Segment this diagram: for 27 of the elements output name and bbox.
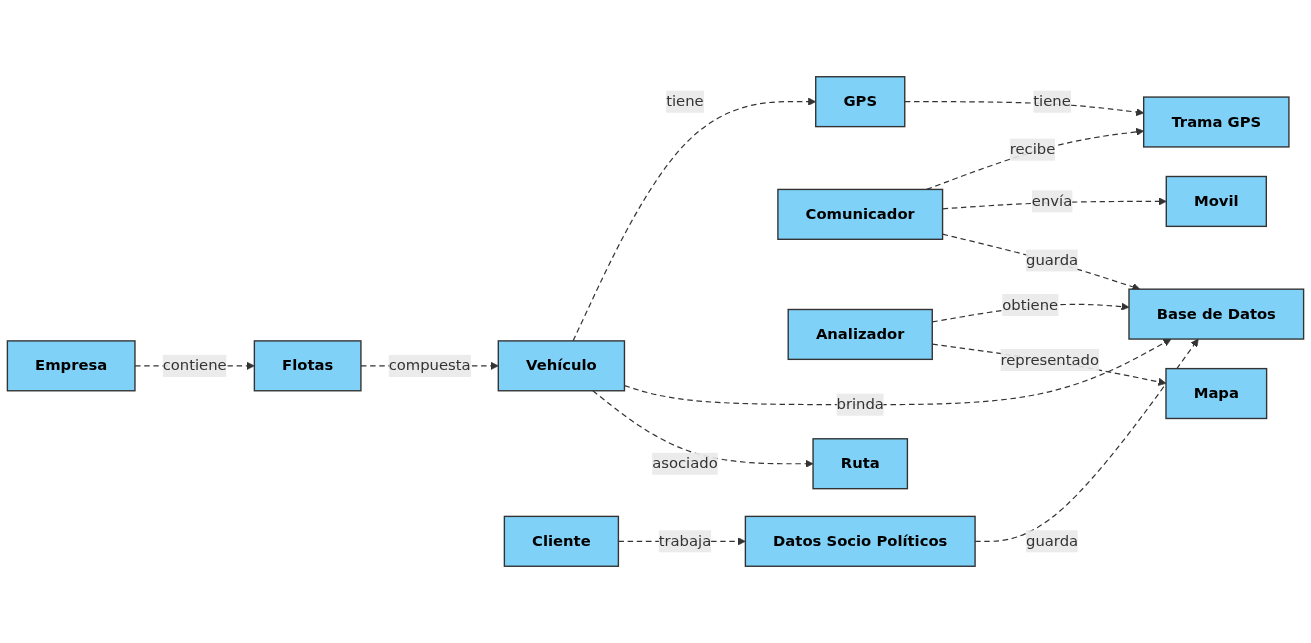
edge-label: tiene xyxy=(666,92,704,110)
edge-label: asociado xyxy=(652,454,718,473)
node-box: Comunicador xyxy=(777,188,944,240)
edge-label: recibe xyxy=(1009,140,1056,158)
edge-label: representado xyxy=(1000,350,1099,369)
node-box: Empresa xyxy=(6,340,136,392)
node-box: Analizador xyxy=(787,308,933,361)
node-box: Flotas xyxy=(253,340,362,392)
arrow xyxy=(592,390,814,468)
node-box: Ruta xyxy=(812,438,909,490)
node-box: Vehículo xyxy=(497,340,626,392)
node-box: Cliente xyxy=(503,515,620,567)
edge-label: contiene xyxy=(162,356,227,375)
edge-label: guarda xyxy=(1026,532,1079,550)
edge-label: guarda xyxy=(1026,251,1079,269)
node-box: Base de Datos xyxy=(1128,288,1305,340)
edge-label: brinda xyxy=(836,395,884,413)
edge-label: obtiene xyxy=(1002,295,1059,314)
edge-label: tiene xyxy=(1033,92,1071,110)
node-box: Datos Socio Políticos xyxy=(744,515,976,567)
node-box: Movil xyxy=(1165,175,1267,228)
edge-label: compuesta xyxy=(388,356,471,375)
node-box: Mapa xyxy=(1165,367,1268,420)
node-box: Trama GPS xyxy=(1142,96,1290,148)
node-box: GPS xyxy=(815,76,906,128)
edge-label: trabaja xyxy=(658,532,712,550)
edge-label: envía xyxy=(1031,192,1073,210)
